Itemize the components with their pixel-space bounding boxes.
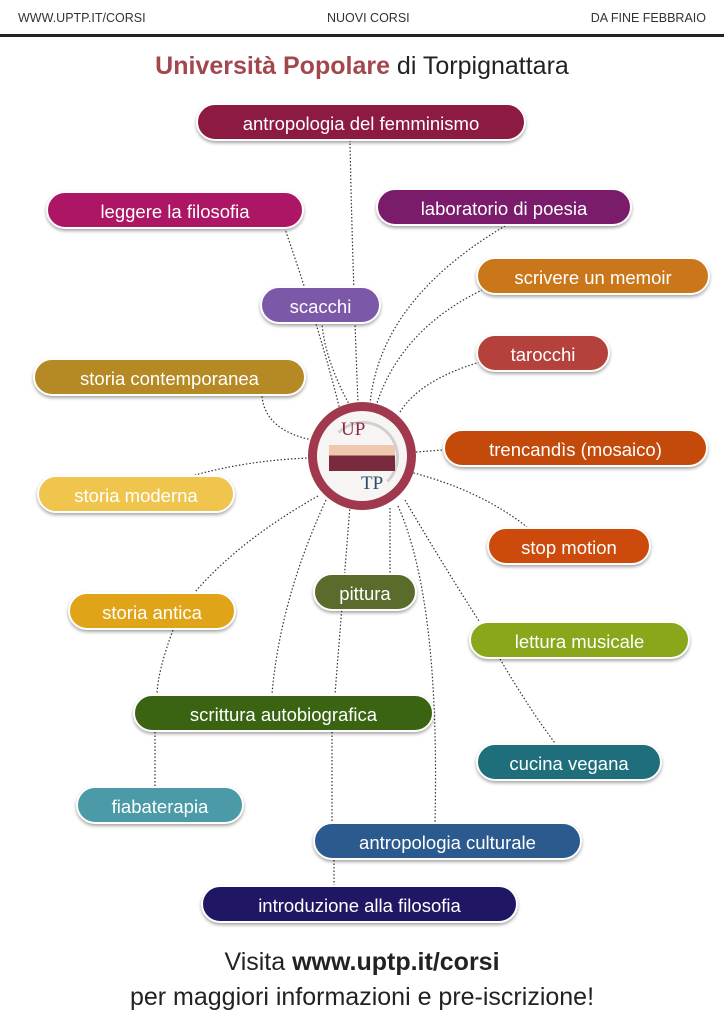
title-highlight: Università Popolare [155, 52, 390, 80]
logo-arc [327, 421, 399, 493]
building-icon [329, 445, 395, 471]
course-storia-moderna[interactable]: storia moderna [37, 475, 235, 513]
course-scacchi[interactable]: scacchi [260, 286, 381, 324]
course-lettura-musicale[interactable]: lettura musicale [469, 621, 690, 659]
course-fiabaterapia[interactable]: fiabaterapia [76, 786, 244, 824]
logo-up-text: UP [341, 419, 366, 440]
course-antropologia-del-femminismo[interactable]: antropologia del femminismo [196, 103, 526, 141]
footer-visit-text: Visita [224, 948, 293, 976]
course-introduzione-alla-filosofia[interactable]: introduzione alla filosofia [201, 885, 518, 923]
date-label: DA FINE FEBBRAIO [590, 11, 706, 25]
course-scrivere-un-memoir[interactable]: scrivere un memoir [476, 257, 710, 295]
course-antropologia-culturale[interactable]: antropologia culturale [313, 822, 582, 860]
top-bar: WWW.UPTP.IT/CORSI NUOVI CORSI DA FINE FE… [0, 0, 724, 37]
page-title: Università Popolare di Torpignattara [0, 52, 724, 81]
course-laboratorio-di-poesia[interactable]: laboratorio di poesia [376, 188, 632, 226]
course-leggere-la-filosofia[interactable]: leggere la filosofia [46, 191, 304, 229]
course-tarocchi[interactable]: tarocchi [476, 334, 610, 372]
course-trencandis-mosaico[interactable]: trencandìs (mosaico) [443, 429, 708, 467]
course-storia-antica[interactable]: storia antica [68, 592, 236, 630]
footer-line-1: Visita www.uptp.it/corsi [0, 948, 724, 977]
new-courses-label: NUOVI CORSI [327, 11, 410, 25]
uptp-logo: UP TP [308, 402, 416, 510]
footer-link[interactable]: www.uptp.it/corsi [292, 948, 500, 976]
course-pittura[interactable]: pittura [313, 573, 417, 611]
course-scrittura-autobiografica[interactable]: scrittura autobiografica [133, 694, 434, 732]
course-storia-contemporanea[interactable]: storia contemporanea [33, 358, 306, 396]
logo-tp-text: TP [361, 473, 384, 494]
course-cucina-vegana[interactable]: cucina vegana [476, 743, 662, 781]
website-label: WWW.UPTP.IT/CORSI [18, 11, 146, 25]
title-rest: di Torpignattara [389, 52, 569, 80]
footer-line-2: per maggiori informazioni e pre-iscrizio… [129, 983, 595, 1011]
course-stop-motion[interactable]: stop motion [487, 527, 651, 565]
